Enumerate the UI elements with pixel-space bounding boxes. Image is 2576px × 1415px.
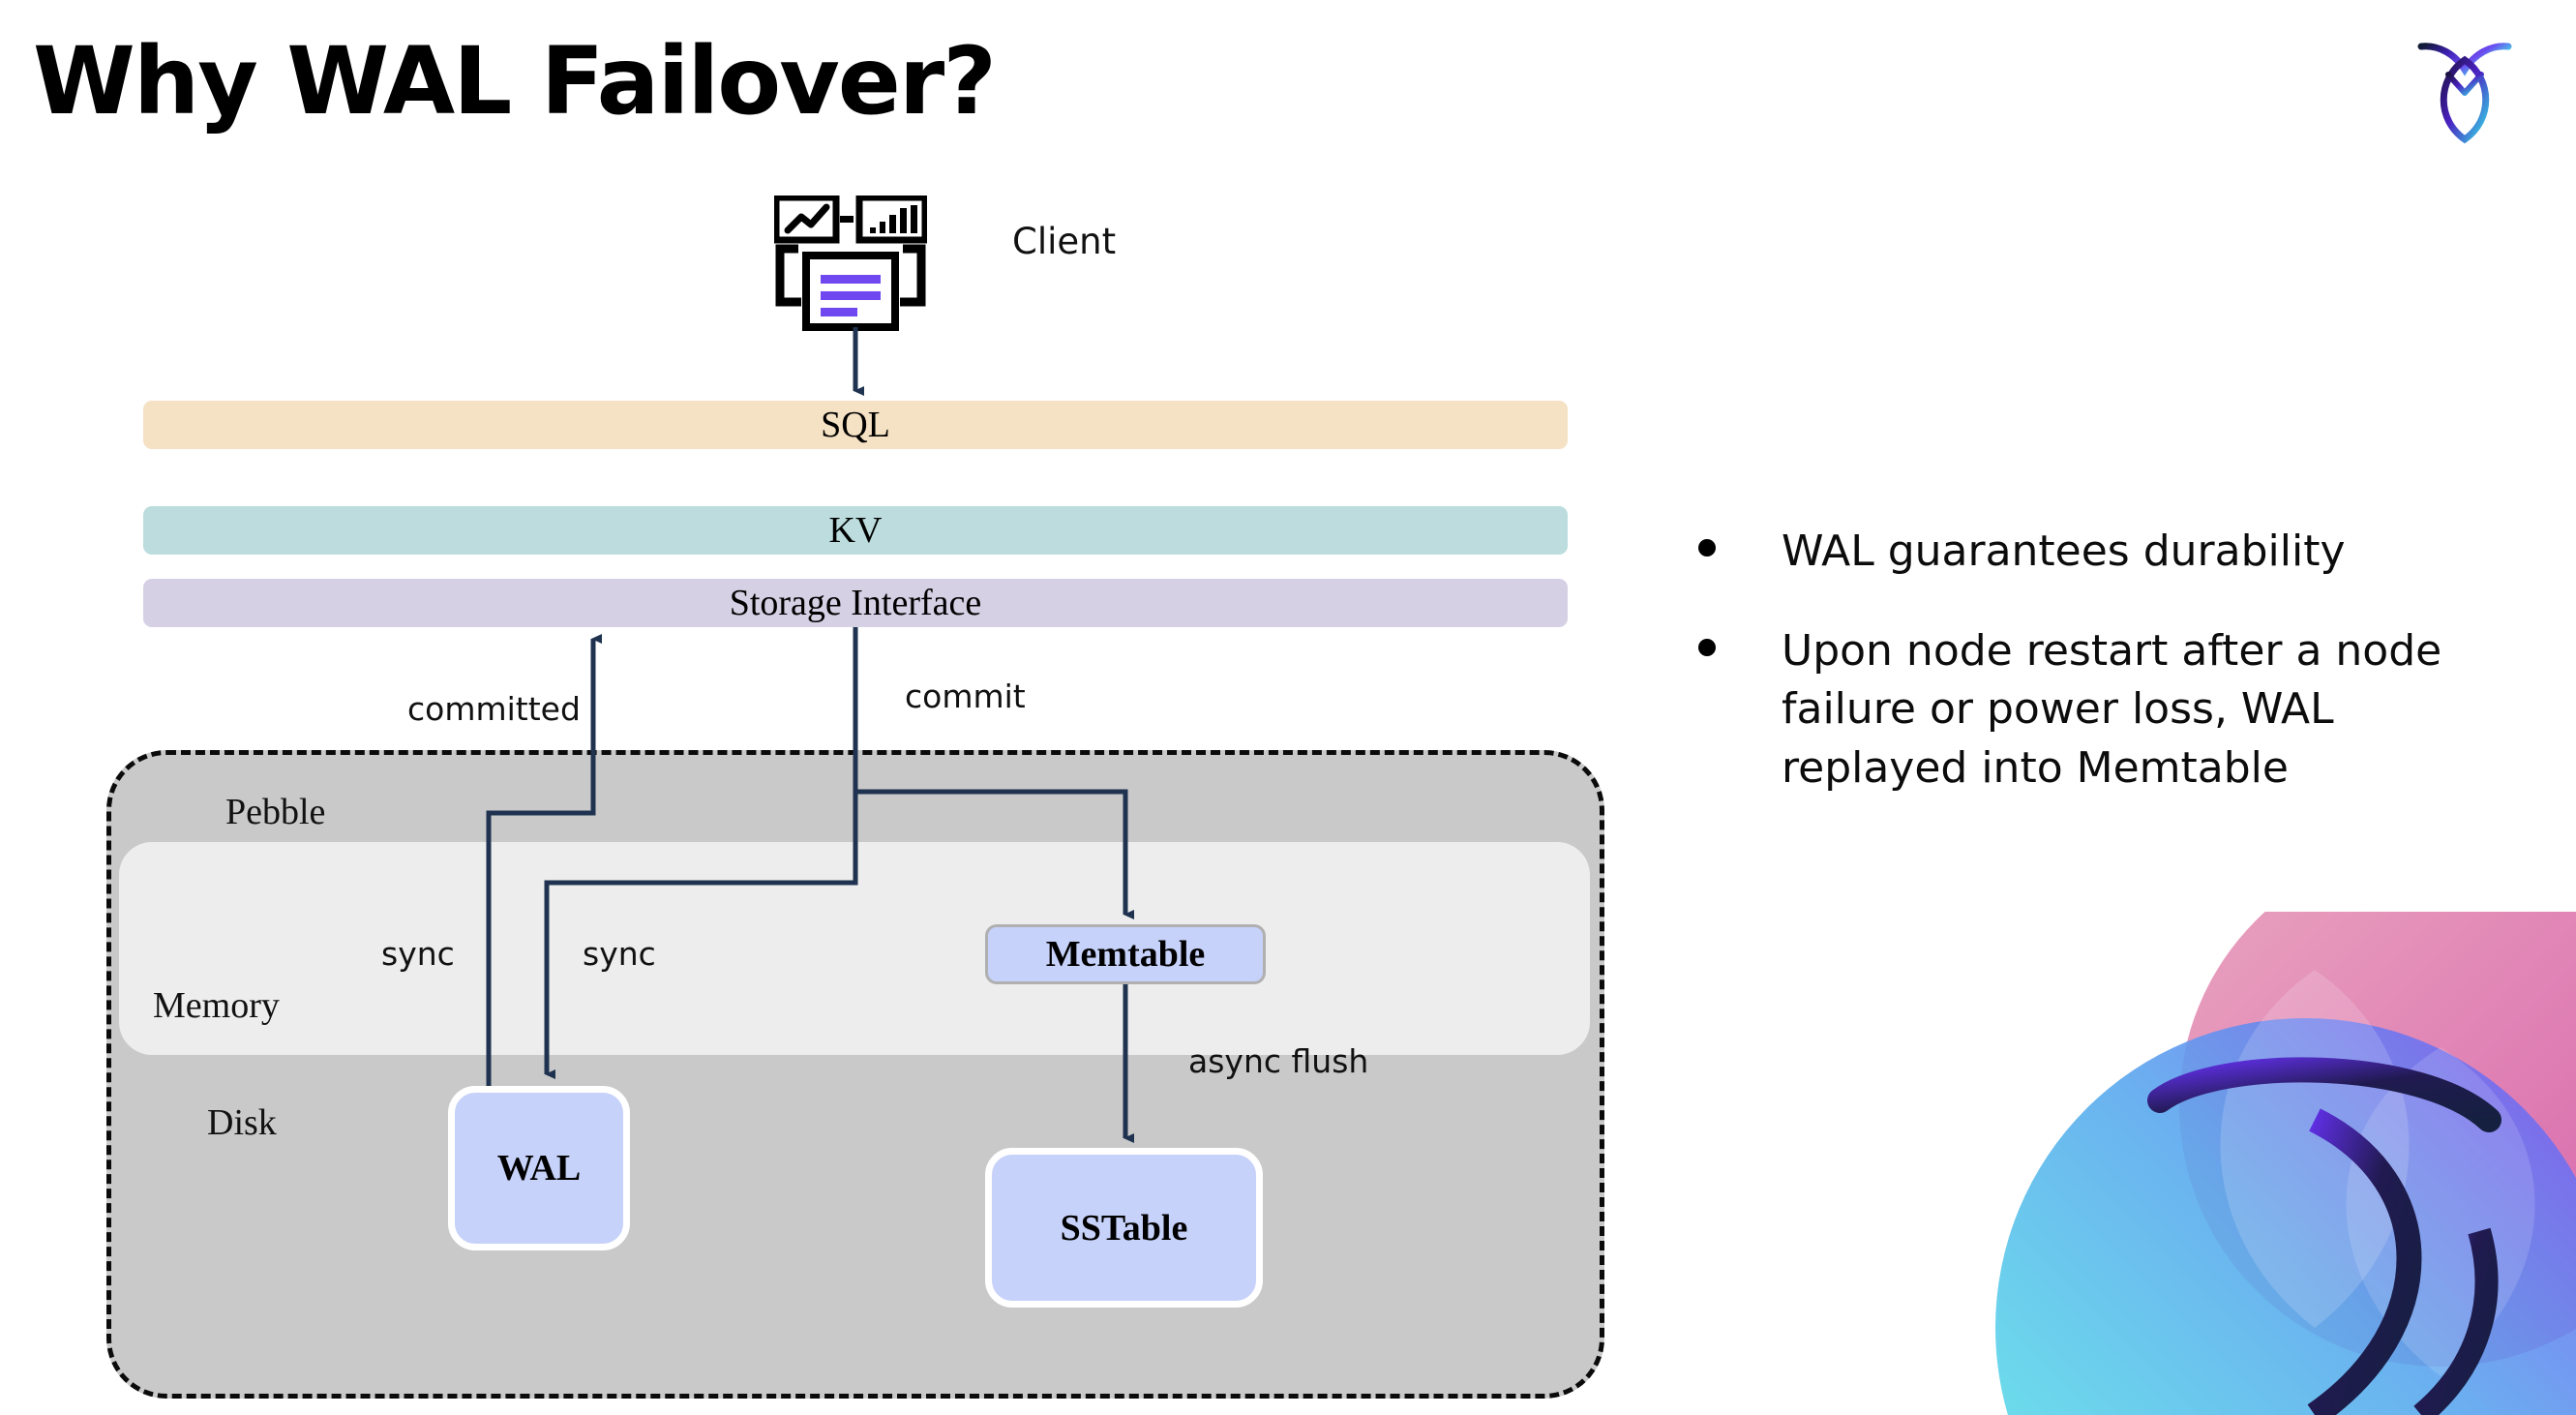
connector-label-sync-right: sync: [583, 935, 656, 973]
bullet-list: WAL guarantees durability Upon node rest…: [1698, 523, 2501, 839]
layer-bar-sql[interactable]: SQL: [143, 401, 1568, 449]
layer-bar-kv[interactable]: KV: [143, 506, 1568, 555]
layer-bar-storage-interface-label: Storage Interface: [729, 583, 982, 623]
connector-label-sync-left: sync: [381, 935, 455, 973]
disk-label: Disk: [207, 1102, 277, 1143]
layer-bar-kv-label: KV: [828, 510, 883, 551]
bullet-text: WAL guarantees durability: [1782, 527, 2346, 576]
layer-bar-sql-label: SQL: [821, 405, 890, 445]
connector-label-async-flush: async flush: [1188, 1042, 1369, 1080]
memory-zone: [119, 842, 1590, 1055]
page-title: Why WAL Failover?: [33, 27, 997, 135]
client-dashboard-icon: [774, 196, 927, 331]
node-sstable-label: SSTable: [1060, 1207, 1188, 1249]
layer-bar-storage-interface[interactable]: Storage Interface: [143, 579, 1568, 627]
connector-label-commit: commit: [905, 677, 1026, 715]
pebble-label: Pebble: [225, 792, 326, 832]
cockroachdb-logo-icon: [2417, 43, 2512, 144]
bullet-dot-icon: [1698, 638, 1716, 656]
memory-label: Memory: [153, 985, 280, 1026]
list-item: WAL guarantees durability: [1698, 523, 2501, 582]
node-wal-label: WAL: [496, 1148, 582, 1189]
node-sstable[interactable]: SSTable: [985, 1148, 1263, 1308]
bullet-text: Upon node restart after a node failure o…: [1782, 625, 2442, 794]
node-memtable-label: Memtable: [1045, 934, 1206, 975]
node-wal[interactable]: WAL: [448, 1086, 630, 1250]
list-item: Upon node restart after a node failure o…: [1698, 622, 2501, 798]
decorative-gradient-circles: [1995, 912, 2576, 1415]
node-memtable[interactable]: Memtable: [985, 924, 1266, 984]
bullet-dot-icon: [1698, 539, 1716, 557]
client-label: Client: [1012, 221, 1117, 262]
connector-label-committed: committed: [407, 690, 581, 728]
